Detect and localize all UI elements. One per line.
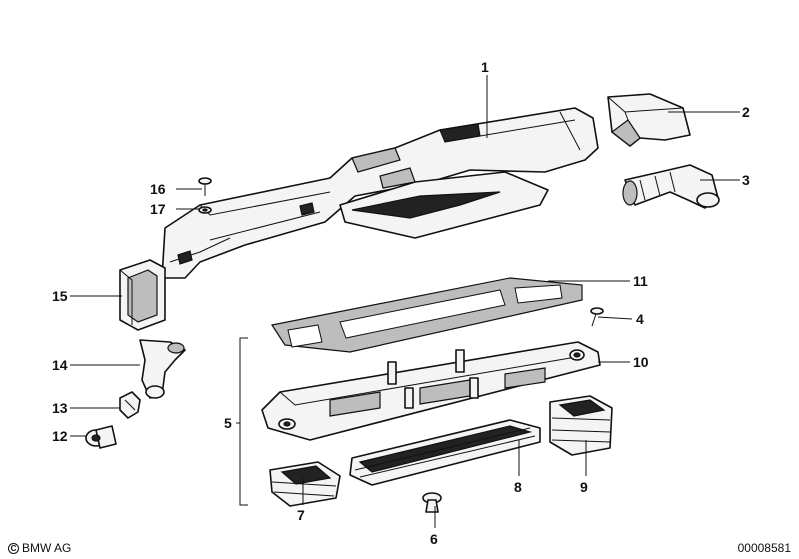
part-16-screw	[198, 177, 212, 196]
leader-lines	[70, 75, 740, 528]
copyright-text: BMW AG	[22, 541, 72, 555]
callout-3: 3	[742, 172, 750, 188]
part-10-base-plate	[261, 341, 601, 441]
callout-12: 12	[52, 428, 68, 444]
group-5-bracket	[239, 337, 248, 506]
callout-1: 1	[481, 59, 489, 75]
callout-2: 2	[742, 104, 750, 120]
callout-10: 10	[633, 354, 649, 370]
part-6-push-clip	[422, 492, 442, 513]
part-3-curved-hose	[622, 164, 720, 209]
part-9-square-bellows	[549, 395, 613, 456]
callout-14: 14	[52, 357, 68, 373]
callout-17: 17	[150, 201, 166, 217]
part-1-main-air-duct	[161, 107, 599, 279]
callout-9: 9	[580, 479, 588, 495]
callout-15: 15	[52, 288, 68, 304]
part-4-screw	[590, 307, 604, 327]
copyright-icon: C	[8, 542, 19, 554]
copyright-notice: C BMW AG	[8, 541, 71, 555]
callout-7: 7	[297, 507, 305, 523]
part-12-grommet	[85, 425, 117, 449]
callout-11: 11	[633, 273, 648, 289]
part-17-washer	[198, 206, 212, 214]
part-11-gasket-frame	[271, 277, 583, 353]
part-8-long-seal	[349, 419, 541, 486]
part-15-vent-housing	[119, 259, 166, 331]
callout-16: 16	[150, 181, 166, 197]
part-14-elbow-hose	[139, 339, 186, 399]
part-2-corner-duct	[607, 93, 691, 147]
callout-8: 8	[514, 479, 522, 495]
callout-5: 5	[224, 415, 232, 431]
part-7-small-bellows	[269, 461, 341, 507]
callout-13: 13	[52, 400, 68, 416]
drawing-number: 00008581	[737, 541, 791, 555]
callout-6: 6	[430, 531, 438, 547]
callout-4: 4	[636, 311, 644, 327]
part-13-clip	[119, 391, 141, 419]
